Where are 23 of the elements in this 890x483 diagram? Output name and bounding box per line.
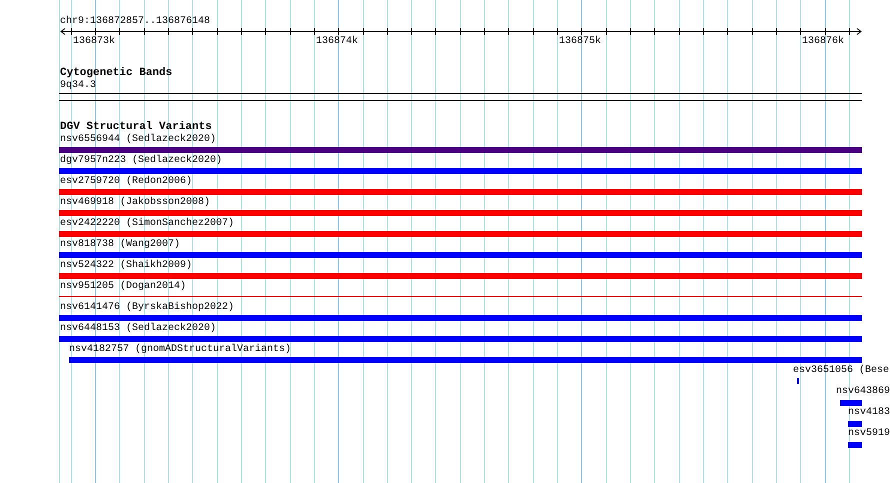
feature-label: nsv6448153 (Sedlazeck2020)	[60, 323, 216, 334]
feature-label: dgv7957n223 (Sedlazeck2020)	[60, 155, 222, 166]
tick-label: 136874k	[316, 36, 358, 47]
band-label: 9q34.3	[60, 80, 96, 91]
feature-label: nsv4183	[848, 407, 890, 418]
feature-label: nsv6556944 (Sedlazeck2020)	[60, 134, 216, 145]
feature-label: esv3651056 (Bese	[793, 365, 890, 376]
tick-label: 136875k	[559, 36, 602, 47]
feature-label: nsv6141476 (ByrskaBishop2022)	[60, 302, 234, 313]
tick-label: 136876k	[802, 36, 844, 47]
feature-label: nsv5919	[848, 428, 890, 439]
track-title: DGV Structural Variants	[60, 122, 212, 133]
feature-label: esv2422220 (SimonSanchez2007)	[60, 218, 234, 229]
feature-label: esv2759720 (Redon2006)	[60, 176, 192, 187]
track-title: Cytogenetic Bands	[60, 68, 172, 79]
feature-label: nsv951205 (Dogan2014)	[60, 281, 186, 292]
tick-label: 136873k	[73, 36, 116, 47]
feature-label: nsv818738 (Wang2007)	[60, 239, 180, 250]
coordinate-label: chr9:136872857..136876148	[60, 16, 210, 27]
feature-label: nsv643869	[836, 386, 890, 397]
feature-label: nsv4182757 (gnomADStructuralVariants)	[69, 344, 292, 355]
feature-label: nsv524322 (Shaikh2009)	[60, 260, 192, 271]
feature-label: nsv469918 (Jakobsson2008)	[60, 197, 210, 208]
